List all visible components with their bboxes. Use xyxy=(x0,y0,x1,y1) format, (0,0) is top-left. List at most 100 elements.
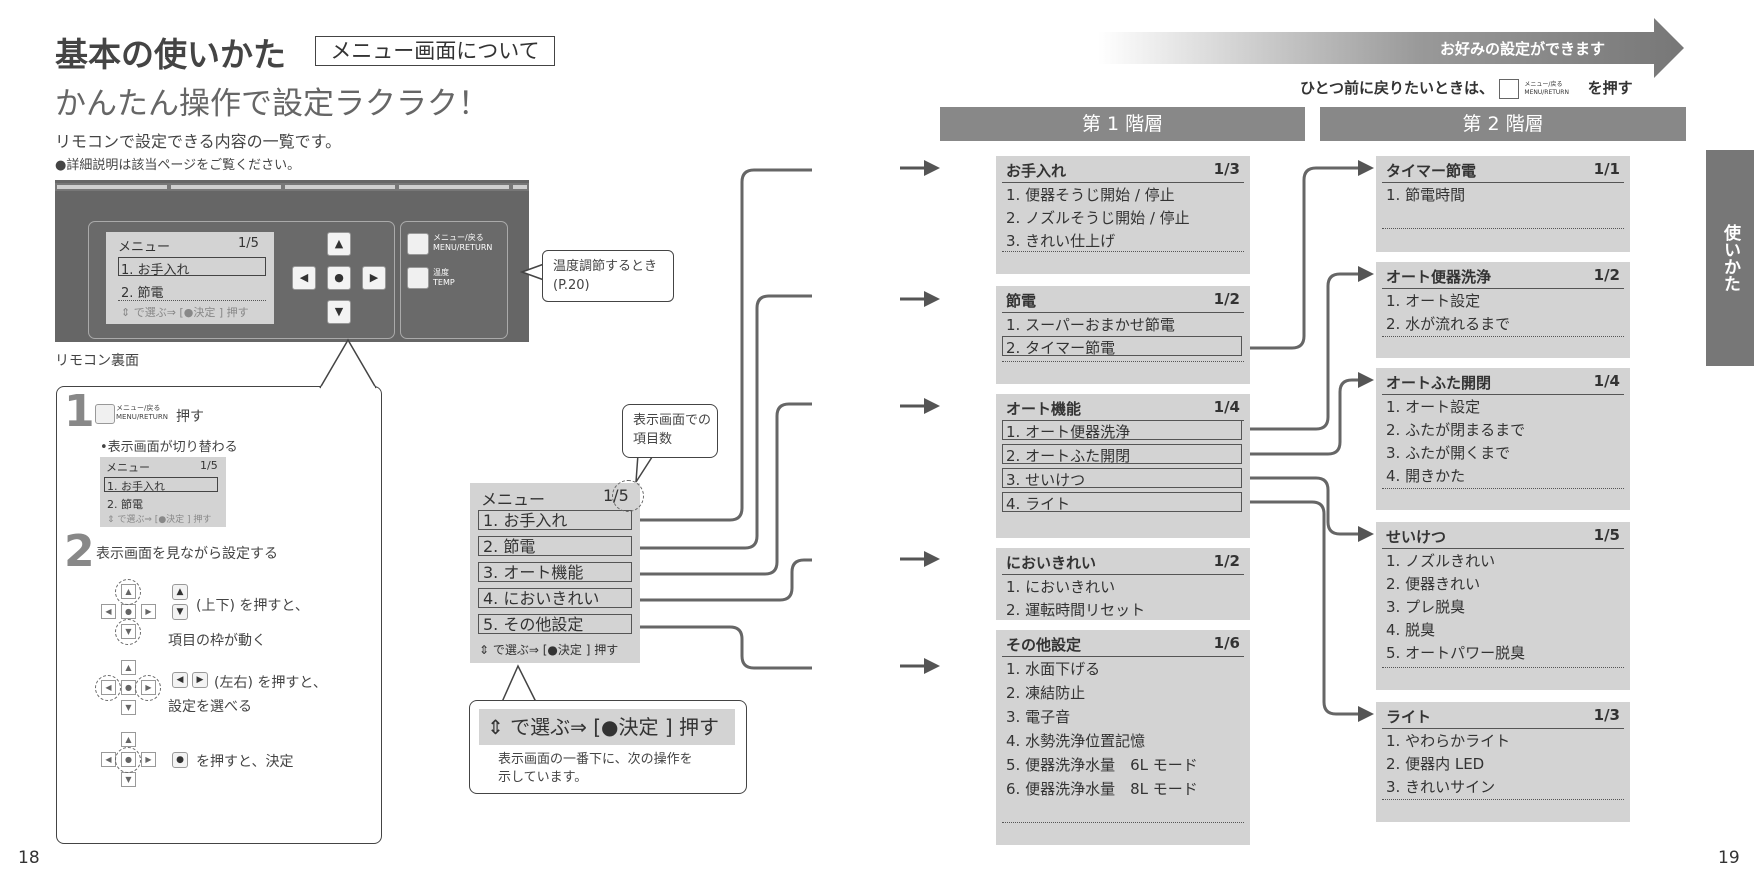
dpad-updown-icon: ▲◀ ●▶ ▼ xyxy=(98,579,158,645)
box-item: 3. きれい仕上げ xyxy=(1006,232,1116,250)
down-key[interactable]: ▼ xyxy=(327,300,351,324)
box-title: タイマー節電 xyxy=(1386,162,1477,180)
box-title: ライト xyxy=(1386,708,1432,726)
hint-pointer xyxy=(501,664,537,703)
box-title: 節電 xyxy=(1006,292,1037,310)
updown-text: (上下) を押すと、 xyxy=(196,598,309,614)
box-item: 2. 運転時間リセット xyxy=(1006,601,1146,619)
box-item: 4. ライト xyxy=(1006,495,1071,513)
menu-return-button[interactable] xyxy=(407,233,429,255)
temp-callout: 温度調節するとき (P.20) xyxy=(542,250,674,302)
side-tab: 使いかた xyxy=(1706,150,1754,366)
box-item: 3. 電子音 xyxy=(1006,708,1071,726)
box-title: オート機能 xyxy=(1006,400,1082,418)
box-title: せいけつ xyxy=(1386,528,1447,546)
level2-box: オート便器洗浄 1/2 1. オート設定 2. 水が流れるまで xyxy=(1376,262,1630,358)
box-item: 3. きれいサイン xyxy=(1386,778,1496,796)
count-callout-pointer xyxy=(635,453,655,483)
level2-header: 第 2 階層 xyxy=(1320,107,1686,141)
banner-arrow xyxy=(1098,18,1684,78)
page-number-right: 19 xyxy=(1718,848,1740,868)
box-title: その他設定 xyxy=(1006,636,1082,654)
hint-box: ⇕ で選ぶ⇒ [●決定 ] 押す 表示画面の一番下に、次の操作を 示しています。 xyxy=(469,700,747,794)
box-title: オートふた開閉 xyxy=(1386,374,1492,392)
menu-return-button-icon xyxy=(95,404,115,424)
right-key-icon: ▶ xyxy=(192,672,208,688)
level1-box: 節電 1/2 1. スーパーおまかせ節電 2. タイマー節電 xyxy=(996,286,1250,384)
temp-button[interactable] xyxy=(407,267,429,289)
enter-key[interactable]: ● xyxy=(327,266,351,290)
menu-item[interactable]: 2. 節電 xyxy=(478,536,632,556)
lcd-item: 1. お手入れ xyxy=(121,263,190,278)
box-item: 1. 便器そうじ開始 / 停止 xyxy=(1006,186,1175,204)
box-item: 2. オートふた開閉 xyxy=(1006,447,1131,465)
box-item: 1. オート設定 xyxy=(1386,398,1481,416)
up-key-icon: ▲ xyxy=(172,584,188,600)
callout-pointer xyxy=(520,263,545,281)
level1-box: においきれい 1/2 1. においきれい 2. 運転時間リセット xyxy=(996,548,1250,620)
level2-box: タイマー節電 1/1 1. 節電時間 xyxy=(1376,156,1630,252)
updown-text: 項目の枠が動く xyxy=(168,633,266,649)
dpad-enter-icon: ▲◀ ●▶ ▼ xyxy=(98,728,158,788)
box-item: 1. オート設定 xyxy=(1386,292,1481,310)
leftright-text: (左右) を押すと、 xyxy=(214,675,327,691)
up-key[interactable]: ▲ xyxy=(327,232,351,256)
banner-text: お好みの設定ができます xyxy=(1440,40,1606,58)
box-item: 2. 凍結防止 xyxy=(1006,684,1086,702)
box-item: 2. 水が流れるまで xyxy=(1386,315,1511,333)
page-number-left: 18 xyxy=(18,848,40,868)
steps-pointer xyxy=(319,338,377,390)
step-button-label: メニュー/戻る MENU/RETURN xyxy=(116,404,168,421)
remote-lcd: メニュー 1/5 1. お手入れ 2. 節電 ⇕ で選ぶ⇒ [●決定 ] 押す xyxy=(106,232,274,324)
temp-label: 温度 TEMP xyxy=(433,268,455,287)
box-item: 2. タイマー節電 xyxy=(1006,339,1116,357)
lead-text: リモコンで設定できる内容の一覧です。 xyxy=(55,132,342,151)
level1-header: 第 1 階層 xyxy=(940,107,1305,141)
box-count: 1/4 xyxy=(1213,398,1240,416)
back-note-button-label: メニュー/戻る MENU/RETURN xyxy=(1524,80,1569,96)
box-item: 1. やわらかライト xyxy=(1386,732,1511,750)
level2-box: せいけつ 1/5 1. ノズルきれい 2. 便器きれい 3. プレ脱臭 4. 脱… xyxy=(1376,522,1630,690)
leftright-text: 設定を選べる xyxy=(168,699,252,715)
menu-hint: ⇕ で選ぶ⇒ [●決定 ] 押す xyxy=(479,643,619,657)
down-key-icon: ▼ xyxy=(172,604,188,620)
box-item: 1. スーパーおまかせ節電 xyxy=(1006,316,1175,334)
box-item: 2. ノズルそうじ開始 / 停止 xyxy=(1006,209,1190,227)
box-item: 1. オート便器洗浄 xyxy=(1006,423,1131,441)
box-count: 1/6 xyxy=(1213,634,1240,652)
box-item: 4. 脱臭 xyxy=(1386,621,1436,639)
level2-box: ライト 1/3 1. やわらかライト 2. 便器内 LED 3. きれいサイン xyxy=(1376,702,1630,822)
left-key[interactable]: ◀ xyxy=(292,266,316,290)
step-text: 表示画面を見ながら設定する xyxy=(96,546,278,562)
box-count: 1/1 xyxy=(1593,160,1620,178)
lcd-item: 2. 節電 xyxy=(121,286,164,301)
box-item: 3. せいけつ xyxy=(1006,471,1086,489)
mini-hint: ⇕ で選ぶ⇒ [●決定 ] 押す xyxy=(107,515,212,525)
mini-title: メニュー xyxy=(106,461,150,474)
menu-item[interactable]: 5. その他設定 xyxy=(478,614,632,634)
section-label: メニュー画面について xyxy=(315,36,555,66)
box-item: 3. ふたが開くまで xyxy=(1386,444,1511,462)
menu-screen: メニュー 1/5 1. お手入れ 2. 節電 3. オート機能 4. においきれ… xyxy=(470,483,640,663)
box-item: 2. 便器内 LED xyxy=(1386,755,1485,773)
menu-item[interactable]: 1. お手入れ xyxy=(478,510,632,530)
box-item: 4. 開きかた xyxy=(1386,467,1466,485)
lcd-hint: ⇕ で選ぶ⇒ [●決定 ] 押す xyxy=(121,306,249,319)
menu-item[interactable]: 3. オート機能 xyxy=(478,562,632,582)
box-item: 3. プレ脱臭 xyxy=(1386,598,1466,616)
lcd-title: メニュー xyxy=(118,240,171,255)
box-title: お手入れ xyxy=(1006,162,1067,180)
right-key[interactable]: ▶ xyxy=(362,266,386,290)
count-callout: 表示画面での 項目数 xyxy=(622,404,718,458)
lcd-count: 1/5 xyxy=(238,236,259,251)
box-item: 1. 節電時間 xyxy=(1386,186,1466,204)
mini-item: 2. 節電 xyxy=(107,498,143,511)
box-item: 5. 便器洗浄水量 6L モード xyxy=(1006,756,1198,774)
box-item: 6. 便器洗浄水量 8L モード xyxy=(1006,780,1198,798)
box-count: 1/2 xyxy=(1213,290,1240,308)
hint-head: ⇕ で選ぶ⇒ [●決定 ] 押す xyxy=(479,709,735,745)
page-subtitle: かんたん操作で設定ラクラク！ xyxy=(55,86,489,122)
enter-text: を押すと、決定 xyxy=(196,754,294,770)
menu-item[interactable]: 4. においきれい xyxy=(478,588,632,608)
level1-box: お手入れ 1/3 1. 便器そうじ開始 / 停止 2. ノズルそうじ開始 / 停… xyxy=(996,156,1250,274)
